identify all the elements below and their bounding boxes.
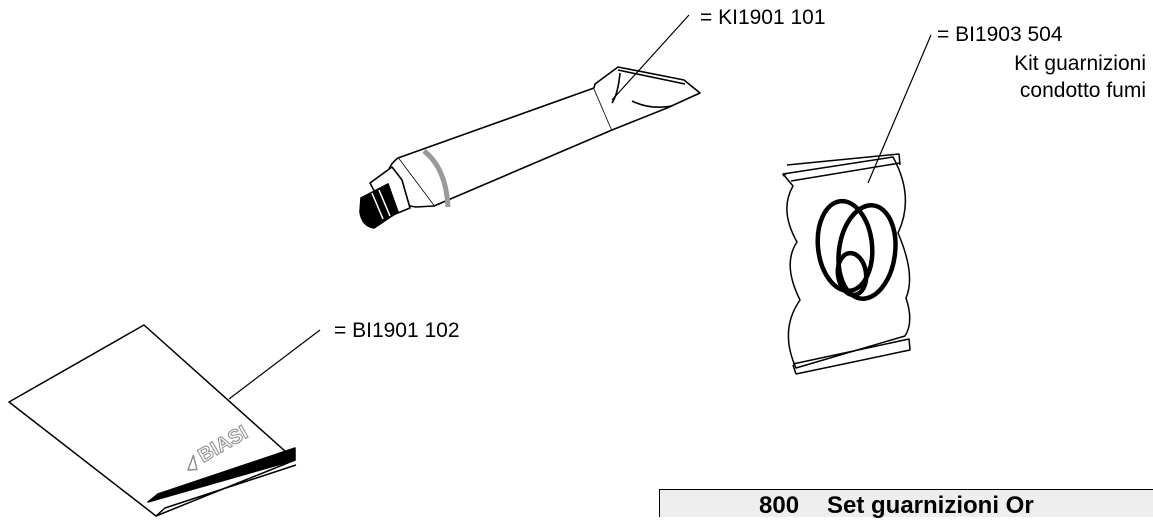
manual-leader-line <box>228 329 321 400</box>
kit-part-number: = BI1903 504 <box>937 23 1063 46</box>
title-block-number: 800 <box>759 492 800 519</box>
title-block-title: Set guarnizioni Or <box>827 492 1034 519</box>
tube-leader-line <box>611 14 690 101</box>
manual-part-number: = BI1901 102 <box>334 319 460 342</box>
biasi-logo <box>187 454 198 471</box>
tube-part-number: = KI1901 101 <box>700 6 826 29</box>
kit-leader-line <box>867 34 932 184</box>
instruction-manual <box>8 324 297 517</box>
grease-tube <box>359 66 701 229</box>
kit-description-line1: Kit guarnizioni <box>1014 52 1146 75</box>
kit-description-line2: condotto fumi <box>1019 79 1146 102</box>
gasket-kit-bag <box>782 153 911 375</box>
title-block: 800 Set guarnizioni Or <box>659 489 1153 519</box>
